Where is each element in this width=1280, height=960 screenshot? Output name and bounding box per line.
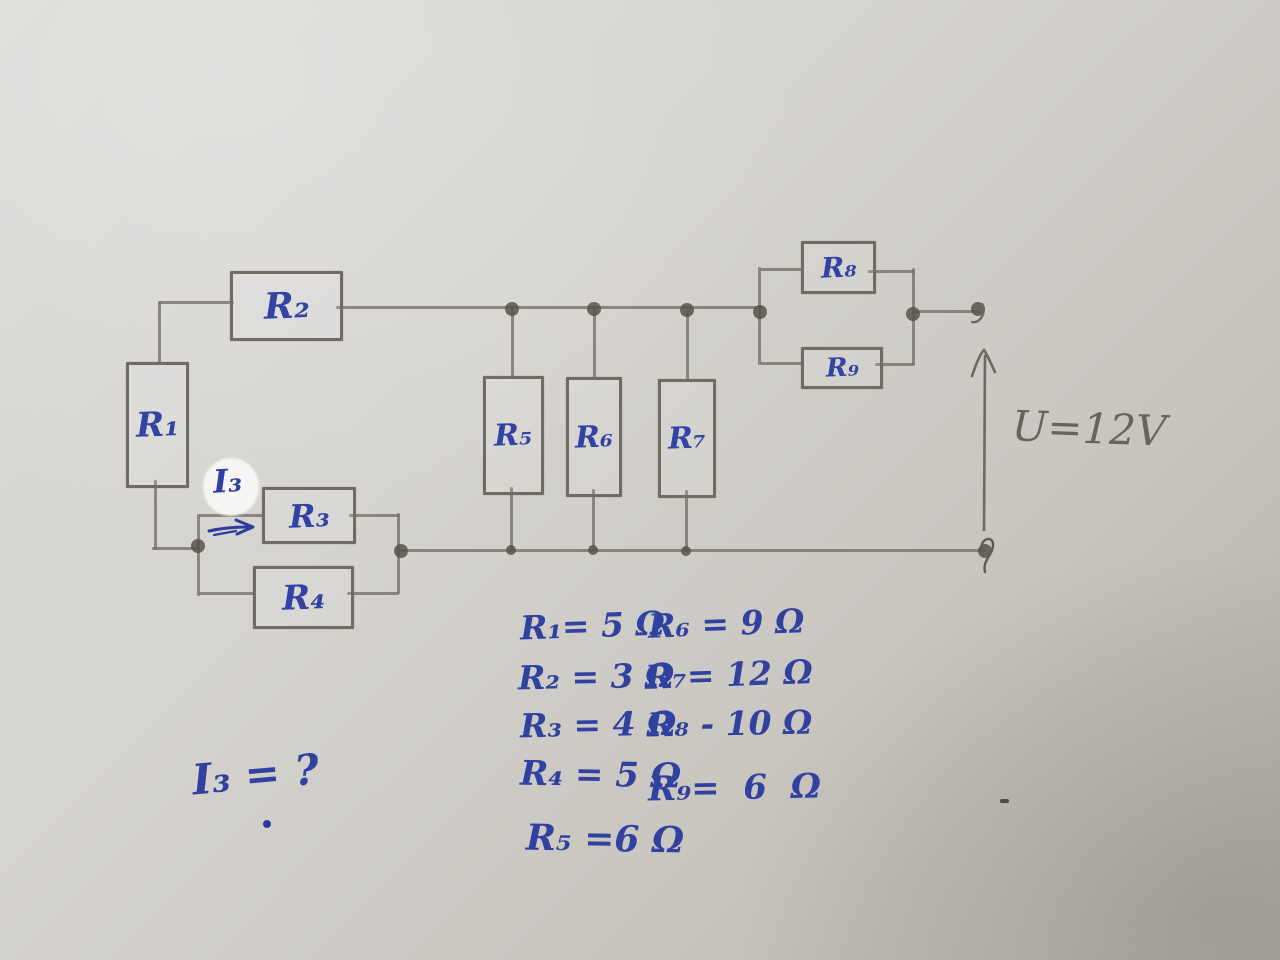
wire-top-left-vertical <box>158 301 161 365</box>
resistor-R7: R₇ <box>658 379 716 498</box>
wire-r9-left <box>760 362 803 365</box>
resistor-R7-label: R₇ <box>667 420 707 457</box>
wire-r5-bottom <box>510 487 513 551</box>
wire-r2-left <box>159 301 234 304</box>
wire-r4-right <box>347 592 399 595</box>
resistor-R9: R₉ <box>801 347 883 389</box>
wire-bottom-left <box>152 547 200 550</box>
junction-dot <box>906 307 920 321</box>
resistor-R5: R₅ <box>483 376 544 495</box>
wire-r6-top <box>593 308 596 379</box>
junction-dot <box>505 302 519 316</box>
pencil-curl-top-right <box>970 302 985 324</box>
wire-top-rail <box>336 306 762 309</box>
value-R1: R₁= 5 Ω <box>519 603 666 648</box>
resistor-R4-label: R₄ <box>281 576 326 619</box>
resistor-R1: R₁ <box>126 362 189 488</box>
junction-dot <box>681 546 691 556</box>
wire-r6-bottom <box>592 489 595 551</box>
wire-r8-left <box>760 268 803 271</box>
resistor-R2-label: R₂ <box>262 284 311 328</box>
junction-dot <box>191 539 205 553</box>
wire-parallel34-left <box>197 514 200 596</box>
wire-r1-bottom <box>154 480 157 550</box>
pencil-speck <box>1000 799 1009 803</box>
resistor-R2: R₂ <box>230 271 343 341</box>
resistor-R5-label: R₅ <box>493 417 534 454</box>
value-R6: R₆ = 9 Ω <box>647 601 805 646</box>
wire-r9-right <box>875 363 915 366</box>
value-R9: R₉= 6 Ω <box>647 766 822 810</box>
resistor-R6-label: R₆ <box>574 418 614 456</box>
junction-dot <box>588 545 598 555</box>
resistor-R1-label: R₁ <box>135 404 180 446</box>
resistor-R3-label: R₃ <box>288 495 330 536</box>
wire-r7-top <box>686 310 689 381</box>
resistor-R4: R₄ <box>253 566 354 629</box>
resistor-R8-label: R₈ <box>820 250 857 285</box>
current-arrow-icon <box>207 518 255 537</box>
junction-dot <box>587 302 601 316</box>
resistor-R3: R₃ <box>262 487 356 544</box>
current-label: I₃ <box>212 461 243 501</box>
wire-r5-top <box>511 308 514 378</box>
value-R7: R₇= 12 Ω <box>644 652 814 697</box>
wire-r7-bottom <box>685 490 688 551</box>
wire-r4-left <box>199 592 256 595</box>
correction-blob <box>203 458 259 516</box>
junction-dot <box>506 545 516 555</box>
question-mark-dot <box>263 820 271 828</box>
voltage-arrow-icon <box>970 347 997 532</box>
junction-dot <box>680 303 694 317</box>
wire-r8-right <box>868 270 915 273</box>
resistor-R8: R₈ <box>801 241 876 294</box>
value-R8: R₈ - 10 Ω <box>646 702 813 745</box>
value-R5: R₅ =6 Ω <box>525 816 685 862</box>
resistor-R9-label: R₉ <box>824 352 860 384</box>
wire-r3-right <box>349 514 399 517</box>
pencil-curl-bottom-right <box>980 537 995 574</box>
junction-dot <box>394 544 408 558</box>
question-label: I₃ = ? <box>190 744 321 805</box>
resistor-R6: R₆ <box>566 377 622 497</box>
wire-top-right <box>913 310 980 313</box>
junction-dot <box>753 305 767 319</box>
wire-bottom-rail <box>399 549 986 552</box>
source-voltage-label: U=12V <box>1011 401 1168 456</box>
